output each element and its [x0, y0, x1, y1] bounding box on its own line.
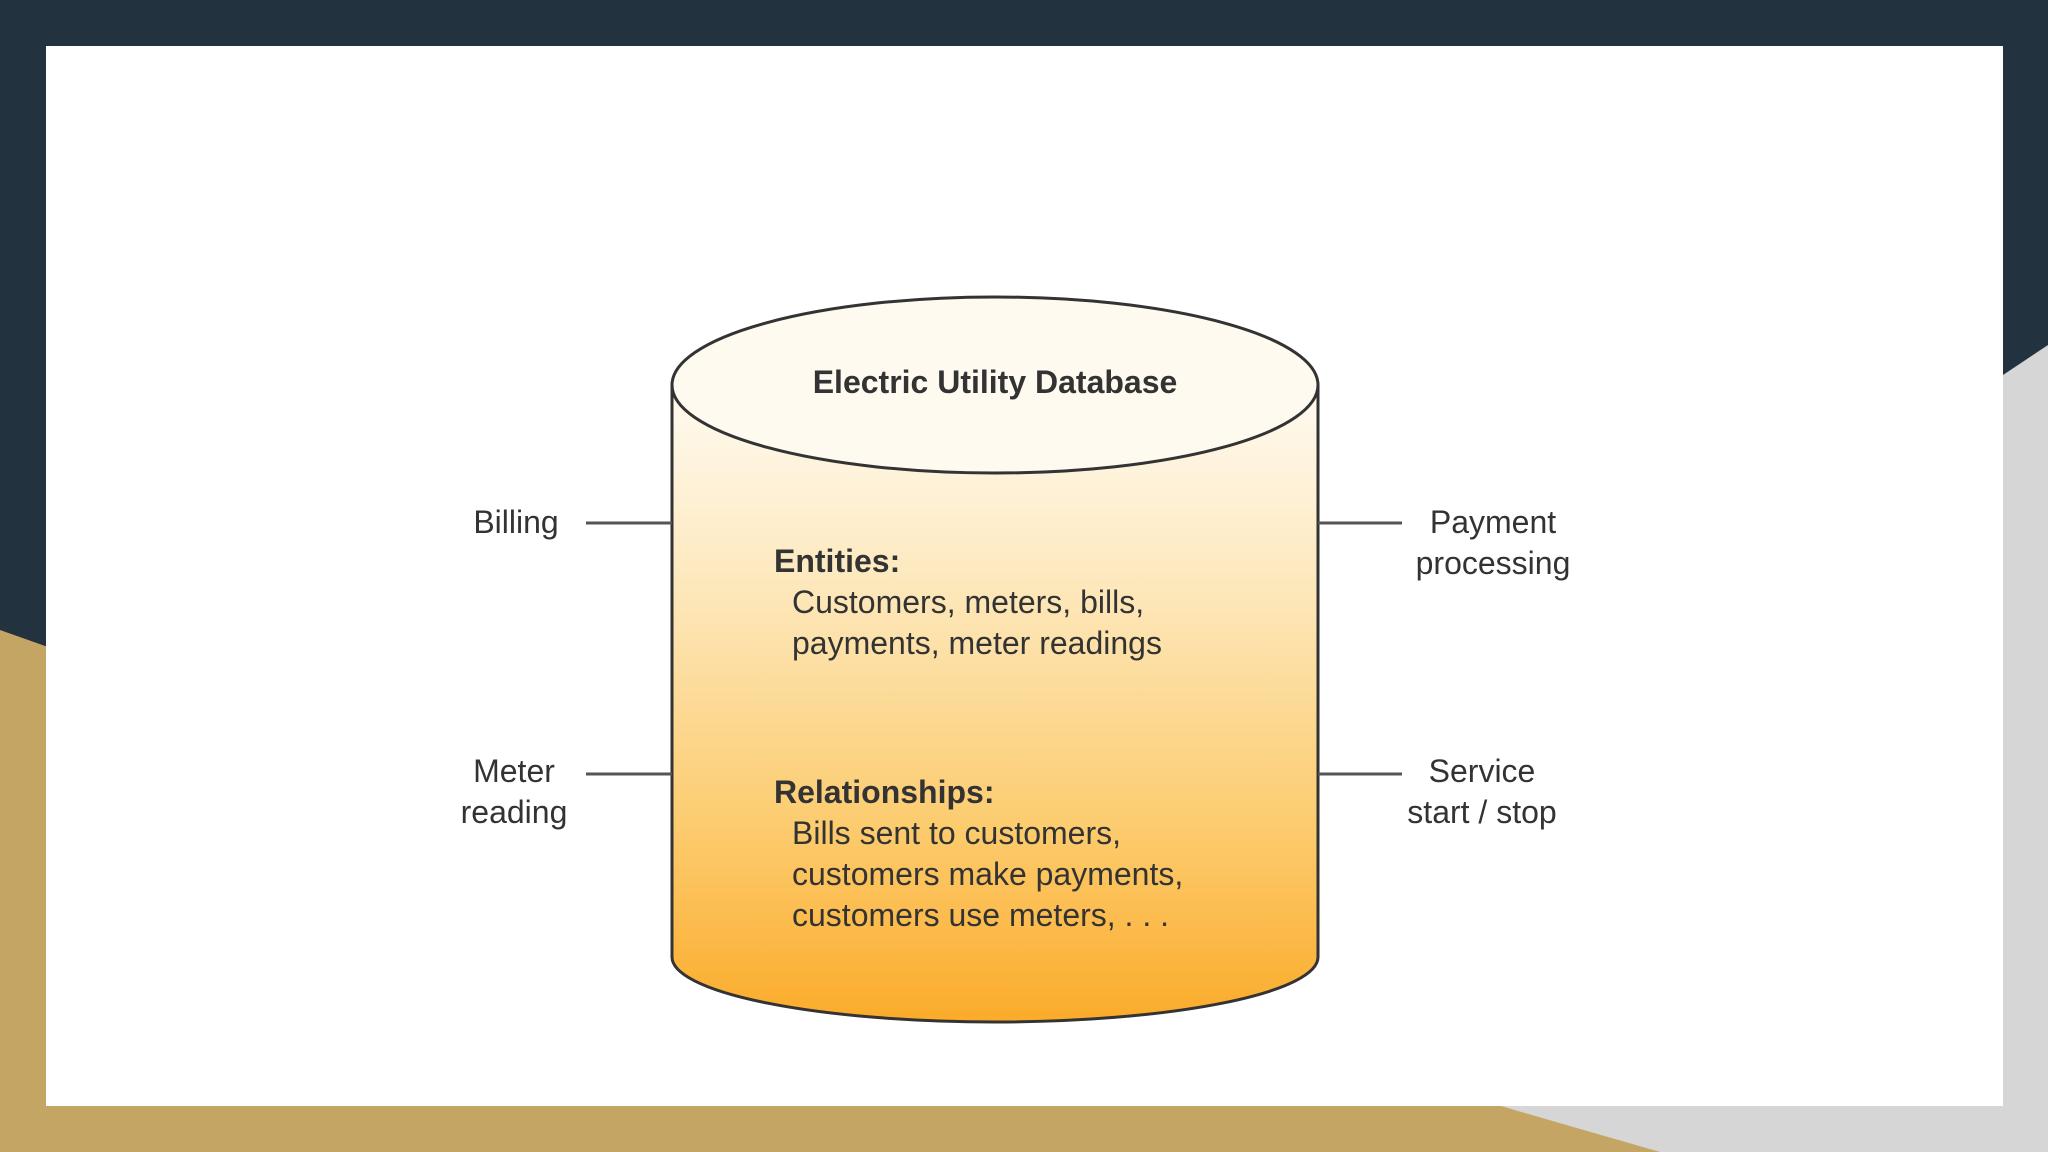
payment-processing-label: Payment	[1430, 504, 1556, 540]
service-start-stop-label: Service	[1429, 753, 1536, 789]
relationships-line: customers make payments,	[792, 856, 1183, 892]
payment-processing-label: processing	[1416, 545, 1571, 581]
database-cylinder-body	[670, 385, 1320, 1024]
service-start-stop-label: start / stop	[1407, 794, 1556, 830]
database-cylinder-top	[670, 295, 1320, 475]
relationships-heading: Relationships:	[774, 774, 994, 810]
slide-canvas: Electric Utility Database Entities: Cust…	[46, 46, 2003, 1106]
database-diagram: Electric Utility Database Entities: Cust…	[461, 295, 1571, 1024]
billing-label: Billing	[473, 504, 558, 540]
meter-reading-label: Meter	[473, 753, 555, 789]
entities-line: payments, meter readings	[792, 625, 1162, 661]
entities-heading: Entities:	[774, 543, 900, 579]
entities-line: Customers, meters, bills,	[792, 584, 1144, 620]
database-title: Electric Utility Database	[813, 364, 1178, 400]
relationships-line: Bills sent to customers,	[792, 815, 1121, 851]
meter-reading-label: reading	[461, 794, 568, 830]
relationships-line: customers use meters, . . .	[792, 897, 1169, 933]
